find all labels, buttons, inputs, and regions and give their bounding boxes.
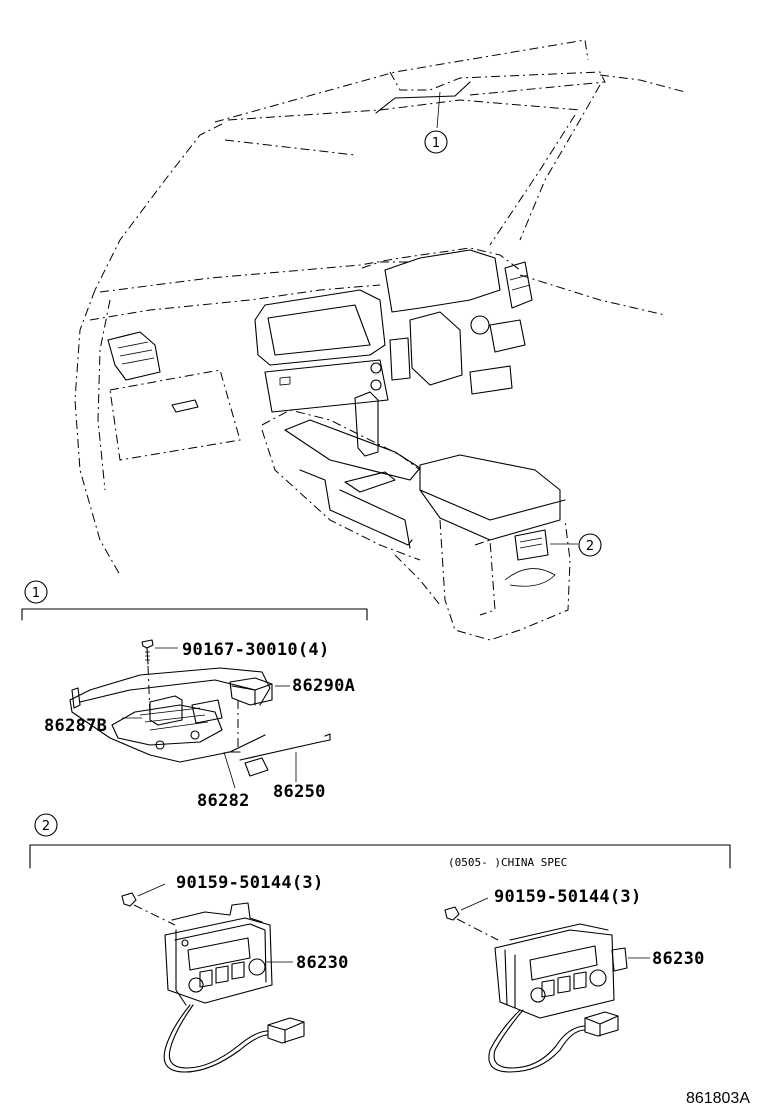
left-screw-label: 90159-50144(3) (176, 873, 324, 893)
callout-2-console: 2 (578, 533, 602, 557)
part-label-86250: 86250 (273, 782, 326, 802)
svg-text:1: 1 (32, 586, 40, 601)
part-label-screw-90167: 90167-30010(4) (182, 640, 330, 660)
china-spec-note: (0505- )CHINA SPEC (448, 856, 567, 869)
section-1-header: 1 (21, 580, 368, 621)
svg-text:2: 2 (42, 819, 50, 834)
section-2-header: 2 (29, 813, 731, 869)
diagram-reference-id: 861803A (686, 1090, 750, 1107)
svg-text:2: 2 (586, 539, 594, 554)
part-label-86282: 86282 (197, 791, 250, 811)
callout-1-top: 1 (424, 130, 448, 154)
right-screw-label: 90159-50144(3) (494, 887, 642, 907)
control-unit-left-drawing (121, 883, 305, 1073)
part-label-86287b: 86287B (44, 716, 107, 736)
vehicle-interior-illustration (74, 39, 686, 641)
right-unit-label: 86230 (652, 949, 705, 969)
left-unit-label: 86230 (296, 953, 349, 973)
map-lamp-assembly-drawing (69, 639, 331, 789)
svg-text:1: 1 (432, 136, 440, 151)
control-unit-right-drawing (444, 897, 650, 1073)
part-label-86290a: 86290A (292, 676, 355, 696)
